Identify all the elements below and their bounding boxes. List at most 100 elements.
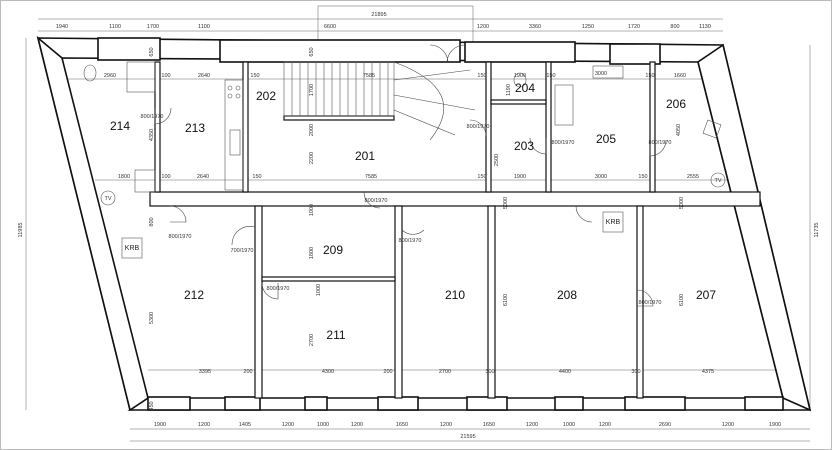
- shower-icon: [126, 61, 156, 93]
- interior-walls: [149, 61, 761, 399]
- dimension-label: 7585: [365, 174, 377, 180]
- dimension-label: 150: [645, 73, 654, 79]
- overall-right-dim: 11735: [814, 223, 820, 238]
- door-label: 800/1970: [141, 114, 164, 120]
- balcony: [317, 5, 474, 45]
- dimension-label: 4300: [322, 369, 334, 375]
- room-label: 208: [557, 288, 577, 302]
- dimension-label: 2700: [309, 334, 315, 346]
- door-label: 800/1970: [552, 140, 575, 146]
- dimension-label: 200: [243, 369, 252, 375]
- room-label: 202: [256, 89, 276, 103]
- dimension-label: 1200: [282, 422, 294, 428]
- dimension-label: 1700: [309, 84, 315, 96]
- dimension-label: 100: [161, 174, 170, 180]
- door-label: 800/1970: [365, 198, 388, 204]
- fireplace-left: [121, 237, 143, 259]
- dimension-label: 300: [485, 369, 494, 375]
- dimension-label: 1200: [599, 422, 611, 428]
- door-label: 700/1970: [231, 248, 254, 254]
- dimension-label: 3360: [529, 24, 541, 30]
- dimension-label: 1700: [147, 24, 159, 30]
- dimension-label: 1720: [628, 24, 640, 30]
- dimension-label: 1900: [514, 73, 526, 79]
- dimension-label: 1800: [118, 174, 130, 180]
- dimension-label: 1130: [699, 24, 711, 30]
- dimension-label: 450: [149, 401, 155, 410]
- room-label: 213: [185, 121, 205, 135]
- dimension-label: 150: [250, 73, 259, 79]
- dimension-label: 2960: [104, 73, 116, 79]
- krb-label-left: KRB: [125, 245, 140, 252]
- fireplace-right: [602, 211, 624, 233]
- dimension-label: 150: [477, 174, 486, 180]
- outer-walls: [36, 35, 812, 412]
- krb-label-right: KRB: [606, 219, 621, 226]
- room-label: 211: [326, 328, 345, 342]
- door-label: 800/1970: [399, 238, 422, 244]
- dimension-label: 2200: [309, 152, 315, 164]
- overall-bottom-dim: 21595: [460, 434, 475, 440]
- dimension-label: 5000: [503, 197, 509, 209]
- fixtures: [83, 61, 726, 259]
- dimension-label: 4400: [559, 369, 571, 375]
- dimension-label: 150: [638, 174, 647, 180]
- dimension-label: 1650: [483, 422, 495, 428]
- dimension-label: 1200: [526, 422, 538, 428]
- tv-icon-right: [710, 172, 726, 188]
- dimension-label: 4375: [702, 369, 714, 375]
- room-label: 201: [355, 149, 375, 163]
- dimension-label: 2640: [198, 73, 210, 79]
- door-label: 800/1970: [169, 234, 192, 240]
- room-label: 205: [596, 132, 616, 146]
- overall-left-dim: 11985: [18, 223, 24, 238]
- dimension-label: 1660: [674, 73, 686, 79]
- appliance-label: 3000: [595, 71, 607, 77]
- dimension-label: 1200: [440, 422, 452, 428]
- room-label: 204: [515, 81, 535, 95]
- dimension-label: 1200: [198, 422, 210, 428]
- dimension-label: 1940: [56, 24, 68, 30]
- dimension-label: 800: [670, 24, 679, 30]
- door-label: 800/1970: [267, 286, 290, 292]
- staircase: [283, 44, 476, 141]
- room-label: 210: [445, 288, 465, 302]
- dimension-label: 1250: [582, 24, 594, 30]
- dimension-label: 800: [149, 217, 155, 226]
- dimension-lines: [25, 18, 811, 442]
- dimension-label: 1800: [309, 247, 315, 259]
- dimension-label: 5300: [149, 312, 155, 324]
- dimension-label: 4050: [676, 124, 682, 136]
- door-label: 800/1970: [467, 124, 490, 130]
- dimension-label: 1900: [769, 422, 781, 428]
- dimension-label: 5000: [679, 197, 685, 209]
- dimension-label: 300: [631, 369, 640, 375]
- doors: [154, 107, 667, 307]
- room-label: 207: [696, 288, 716, 302]
- dimension-label: 150: [252, 174, 261, 180]
- overall-top-dim: 21895: [371, 12, 386, 18]
- dimension-label: 1200: [477, 24, 489, 30]
- room-label: 206: [666, 97, 686, 111]
- dimension-label: 6600: [324, 24, 336, 30]
- dimension-label: 1190: [506, 84, 512, 96]
- toilet-icon: [513, 72, 527, 88]
- door-label: 800/1970: [649, 140, 672, 146]
- dimension-label: 6100: [679, 294, 685, 306]
- dimension-label: 1900: [154, 422, 166, 428]
- bathtub: [134, 169, 156, 193]
- dimension-label: 650: [309, 47, 315, 56]
- dimension-label: 200: [383, 369, 392, 375]
- tv-label-left: TV: [104, 196, 111, 202]
- dimension-label: 2690: [659, 422, 671, 428]
- dimension-label: 2500: [494, 154, 500, 166]
- dimension-label: 2700: [439, 369, 451, 375]
- dimension-label: 4350: [149, 129, 155, 141]
- dimension-label: 3395: [199, 369, 211, 375]
- room-label: 203: [514, 139, 534, 153]
- dimension-label: 3000: [595, 174, 607, 180]
- toilet-icon: [83, 64, 97, 82]
- sink-icon: [229, 129, 241, 156]
- appliance: [592, 65, 624, 79]
